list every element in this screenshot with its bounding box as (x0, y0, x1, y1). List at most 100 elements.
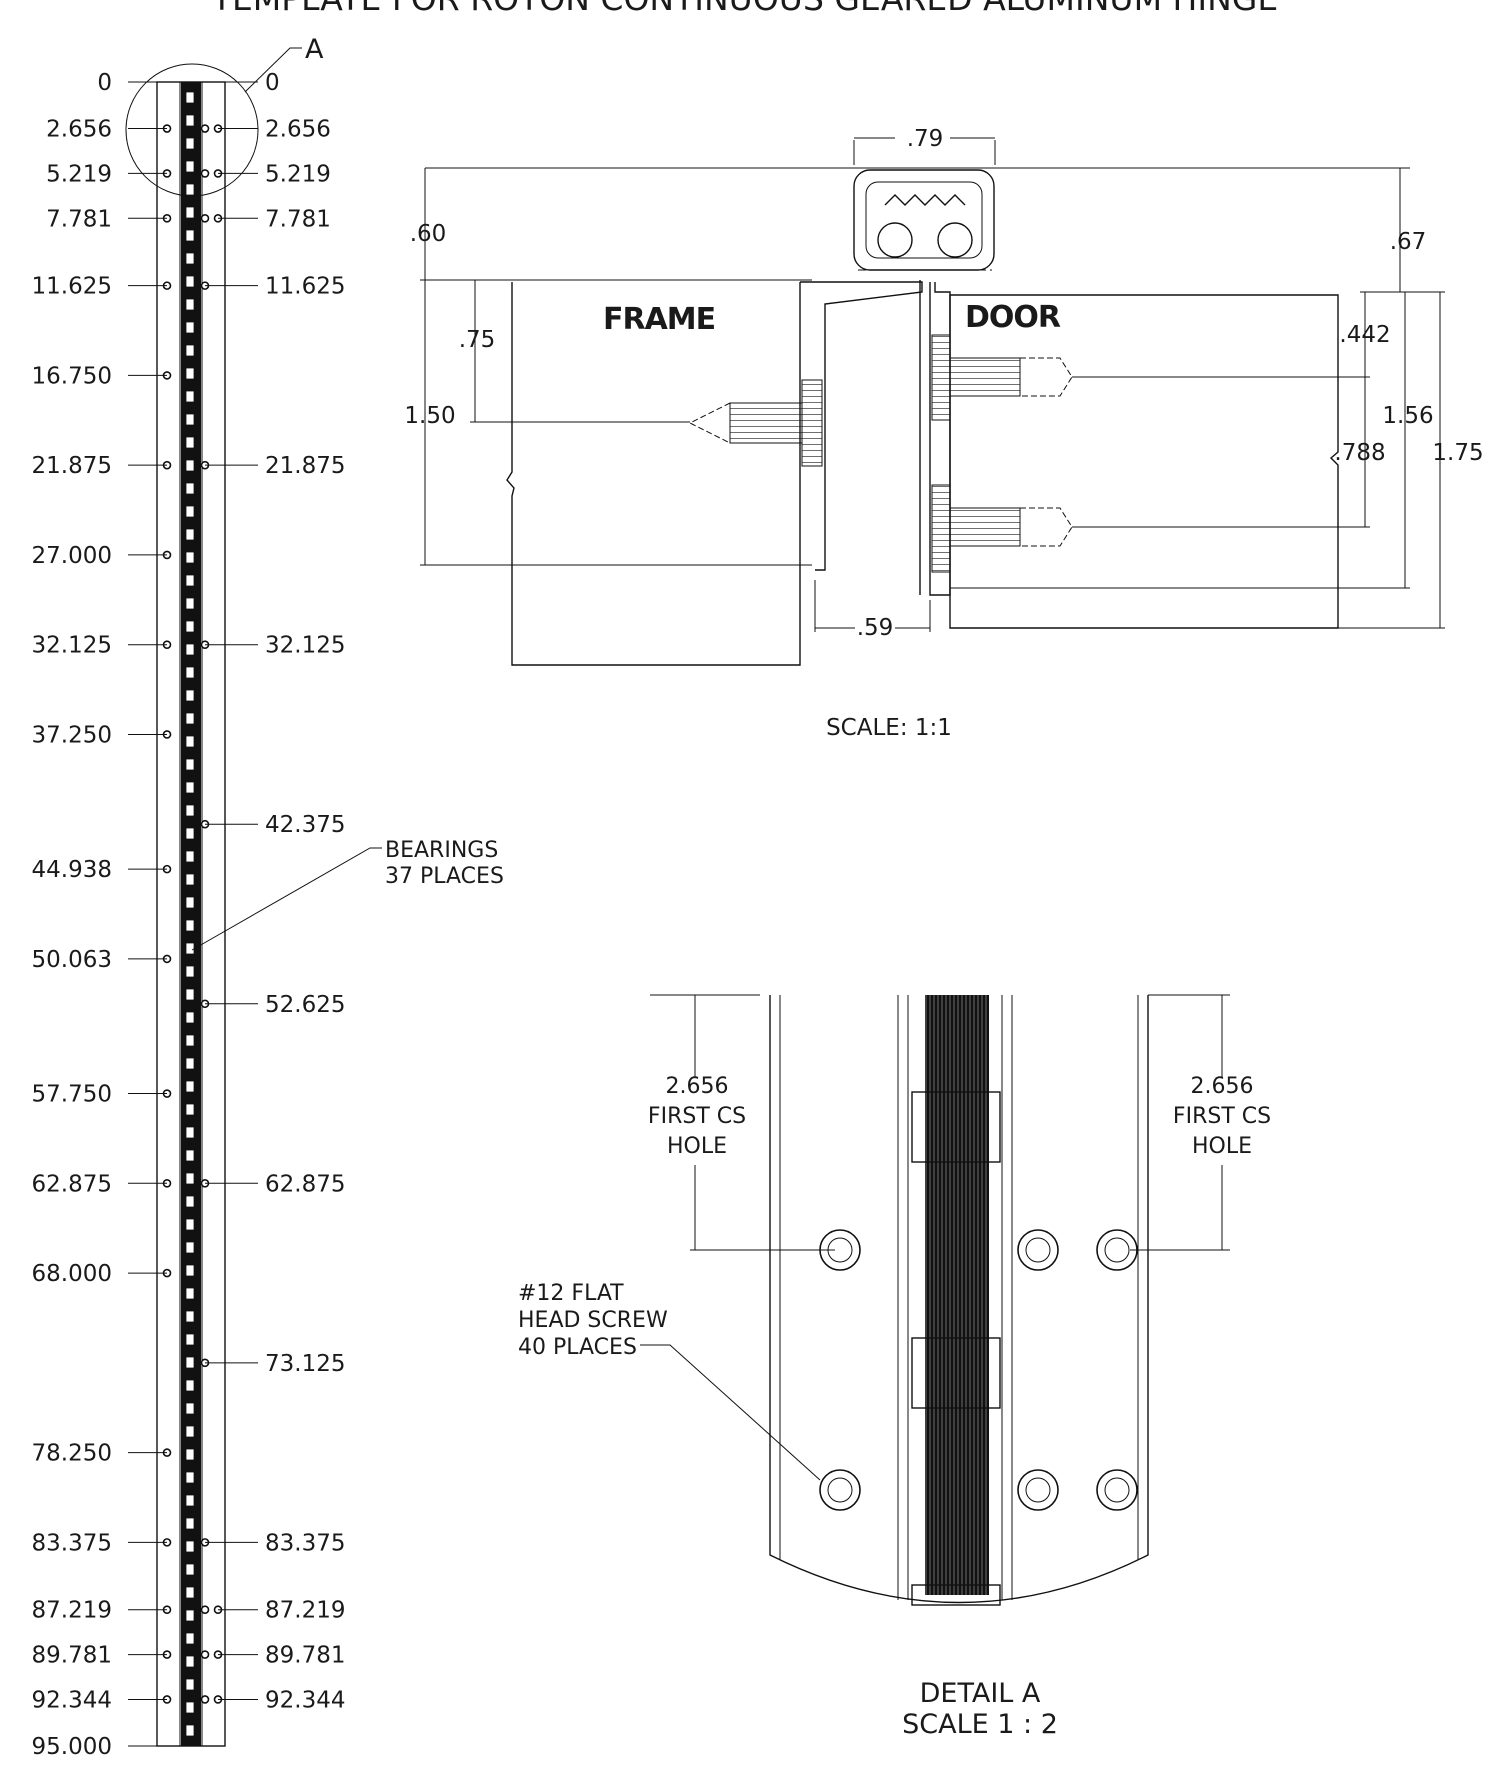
bearings-note-line2: 37 PLACES (385, 864, 504, 889)
bearing-mark (185, 804, 195, 817)
door-outline (949, 294, 1339, 629)
bearing-mark (185, 1724, 195, 1737)
bearing-lower (911, 1337, 1001, 1409)
countersink-hole-icon (819, 1469, 861, 1511)
right-note-line1: 2.656 (1191, 1074, 1254, 1099)
dim-door-screw-spacing: .788 (1334, 440, 1385, 466)
bearing-mark (185, 344, 195, 357)
left-dim-label: 37.250 (32, 722, 112, 748)
bearing-mark (185, 712, 195, 725)
right-note-line2: FIRST CS (1173, 1104, 1271, 1129)
left-dim-label: 50.063 (32, 947, 112, 973)
countersink-hole-inner (1025, 1237, 1051, 1263)
dim-door-depth-outer: 1.75 (1432, 440, 1483, 466)
frame-screw-icon (688, 379, 823, 467)
bearing-mark (185, 1011, 195, 1024)
right-dim-label: 52.625 (265, 992, 345, 1018)
frame-label: FRAME (603, 302, 715, 337)
bearing-mark (185, 505, 195, 518)
countersink-hole-inner (1104, 1237, 1130, 1263)
bearing-mark (185, 643, 195, 656)
section-scale: SCALE: 1:1 (826, 715, 952, 741)
left-dim-label: 7.781 (46, 206, 112, 232)
countersink-hole-icon (1017, 1229, 1059, 1271)
screw-note-line1: #12 FLAT (518, 1281, 624, 1306)
bearing-mark (185, 91, 195, 104)
bearing-mark (185, 298, 195, 311)
door-screw-top-icon (931, 334, 1073, 421)
bearing-mark (185, 436, 195, 449)
bearing-mark (185, 965, 195, 978)
right-dim-label: 42.375 (265, 812, 345, 838)
left-note-line3: HOLE (667, 1134, 727, 1159)
bearing-mark (185, 160, 195, 173)
bearing-mark (185, 1310, 195, 1323)
bearing-mark (185, 1195, 195, 1208)
right-dim-label: 11.625 (265, 274, 345, 300)
gear-left-icon (877, 222, 913, 258)
dim-frame-screw: .75 (459, 327, 496, 353)
bearing-mark (185, 1057, 195, 1070)
countersink-hole-inner (1025, 1477, 1051, 1503)
dim-frame-depth: 1.50 (404, 403, 455, 429)
left-dim-label: 62.875 (32, 1171, 112, 1197)
countersink-hole-inner (1104, 1477, 1130, 1503)
screw-note-line3: 40 PLACES (518, 1335, 637, 1360)
bearing-mark (185, 1103, 195, 1116)
hinge-section-view: FRAME DOOR .79 .60 .67 .75 (404, 126, 1483, 741)
detail-outline (769, 995, 1149, 1604)
bearing-mark (185, 1379, 195, 1392)
bearing-mark (185, 1034, 195, 1047)
bearing-mark (185, 1471, 195, 1484)
left-dim-label: 21.875 (32, 453, 112, 479)
bearing-mark (185, 1241, 195, 1254)
screw-hole-right (200, 1650, 210, 1659)
left-dim-label: 92.344 (32, 1687, 112, 1713)
right-dim-label: 0 (265, 70, 280, 96)
bearing-mark (185, 367, 195, 380)
left-dim-label: 5.219 (46, 161, 112, 187)
bearing-mark (185, 1080, 195, 1093)
right-dim-label: 2.656 (265, 117, 331, 143)
countersink-hole-icon (1017, 1469, 1059, 1511)
right-dim-label: 89.781 (265, 1643, 345, 1669)
left-dim-label: 57.750 (32, 1082, 112, 1108)
bearing-mark (185, 988, 195, 1001)
dim-right-offset: .67 (1390, 229, 1427, 255)
bearing-mark (185, 1149, 195, 1162)
left-dim-label: 68.000 (32, 1261, 112, 1287)
door-screw-bottom-icon (931, 484, 1073, 573)
right-dimension-list: 02.6565.2197.78111.62521.87532.12542.375… (205, 70, 345, 1713)
detail-screw-holes (819, 1229, 1138, 1511)
right-dim-label: 87.219 (265, 1598, 345, 1624)
countersink-hole-inner (827, 1477, 853, 1503)
right-dim-label: 73.125 (265, 1351, 345, 1377)
drawing-title: TEMPLATE FOR ROTON CONTINUOUS GEARED ALU… (211, 0, 1278, 18)
bearing-mark (185, 1287, 195, 1300)
dim-left-offset: .60 (410, 221, 447, 247)
left-dim-label: 89.781 (32, 1643, 112, 1669)
bearing-mark (185, 1425, 195, 1438)
dim-top-width: .79 (907, 126, 944, 152)
dim-door-screw-top: .442 (1339, 322, 1390, 348)
bearing-mark (185, 1563, 195, 1576)
bearing-mark (185, 689, 195, 702)
bearing-mark (185, 1678, 195, 1691)
screw-hole-right (200, 1605, 210, 1615)
screw-hole-right (200, 213, 210, 223)
door-leaf (929, 282, 951, 596)
bearing-mark (185, 919, 195, 932)
right-dim-label: 7.781 (265, 206, 331, 232)
countersink-hole-icon (1096, 1469, 1138, 1511)
right-dim-label: 21.875 (265, 453, 345, 479)
dim-gap: .59 (857, 615, 894, 641)
bearing-mark (185, 321, 195, 334)
bearing-mark (185, 137, 195, 150)
door-label: DOOR (965, 300, 1061, 335)
bearing-mark (185, 252, 195, 265)
bearing-mark (185, 528, 195, 541)
left-dim-label: 2.656 (46, 117, 112, 143)
bearing-marks (185, 91, 195, 1737)
screw-hole-right (200, 124, 210, 133)
bearing-mark (185, 114, 195, 127)
